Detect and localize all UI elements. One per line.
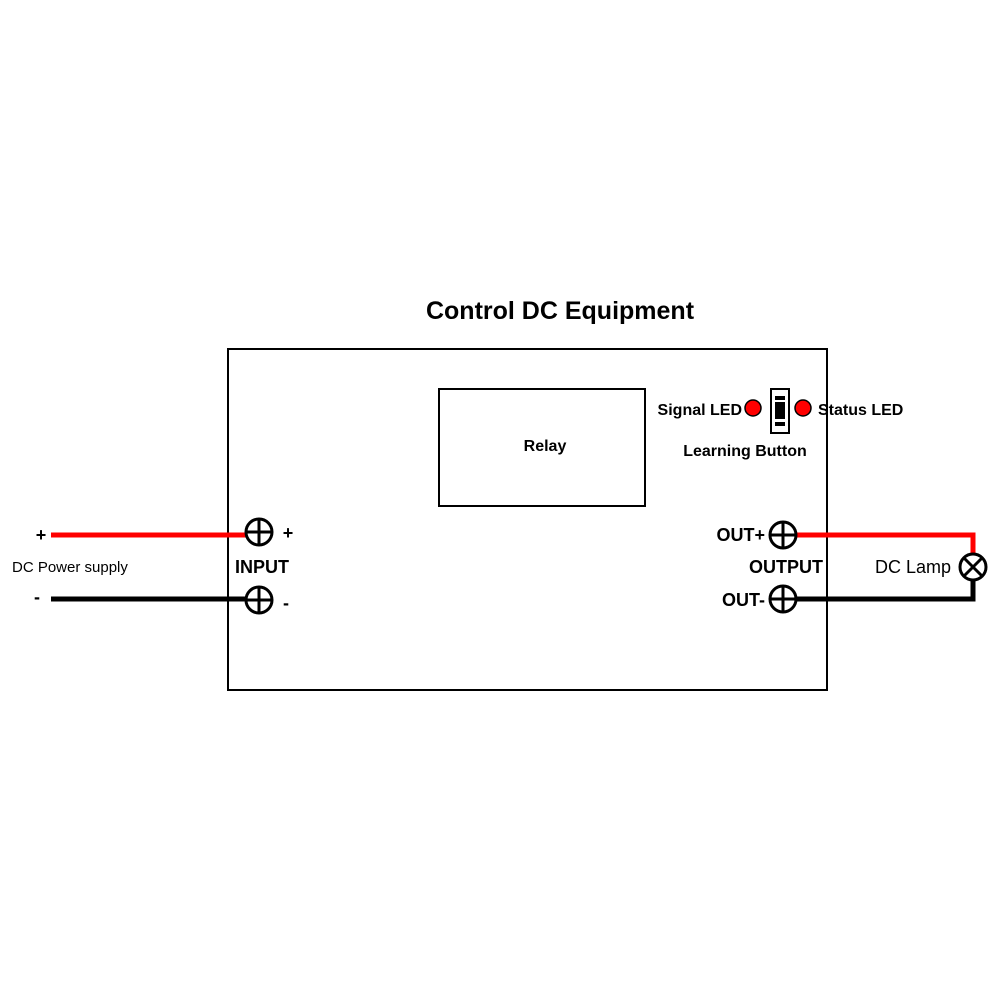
output-minus-terminal-icon — [768, 584, 798, 614]
lamp-label: DC Lamp — [875, 557, 951, 577]
output-label: OUTPUT — [749, 557, 823, 577]
learning-button-top-mark — [775, 396, 785, 400]
power-supply-plus-label: + — [36, 525, 47, 545]
relay-label: Relay — [524, 438, 567, 455]
input-minus-terminal-icon — [244, 585, 274, 615]
learning-button-label: Learning Button — [683, 443, 807, 460]
input-minus-label: - — [283, 593, 289, 613]
status-led-icon — [794, 399, 812, 417]
output-minus-label: OUT- — [722, 590, 765, 610]
diagram-title: Control DC Equipment — [426, 297, 695, 325]
positive-output-wire — [797, 532, 976, 553]
learning-button-bottom-mark — [775, 422, 785, 426]
output-plus-terminal-icon — [768, 520, 798, 550]
device-enclosure — [227, 348, 828, 691]
learning-button-knob — [775, 402, 785, 419]
learning-button[interactable] — [770, 388, 790, 434]
status-led-label: Status LED — [818, 402, 903, 419]
power-supply-label: DC Power supply — [12, 559, 128, 576]
signal-led-icon — [744, 399, 762, 417]
lamp-icon — [958, 552, 988, 582]
input-plus-terminal-icon — [244, 517, 274, 547]
negative-output-wire — [797, 581, 976, 602]
input-label: INPUT — [235, 557, 289, 577]
input-plus-label: + — [283, 523, 294, 543]
output-plus-label: OUT+ — [716, 525, 765, 545]
signal-led-label: Signal LED — [658, 402, 742, 419]
power-supply-minus-label: - — [34, 587, 40, 607]
relay-box — [438, 388, 646, 507]
